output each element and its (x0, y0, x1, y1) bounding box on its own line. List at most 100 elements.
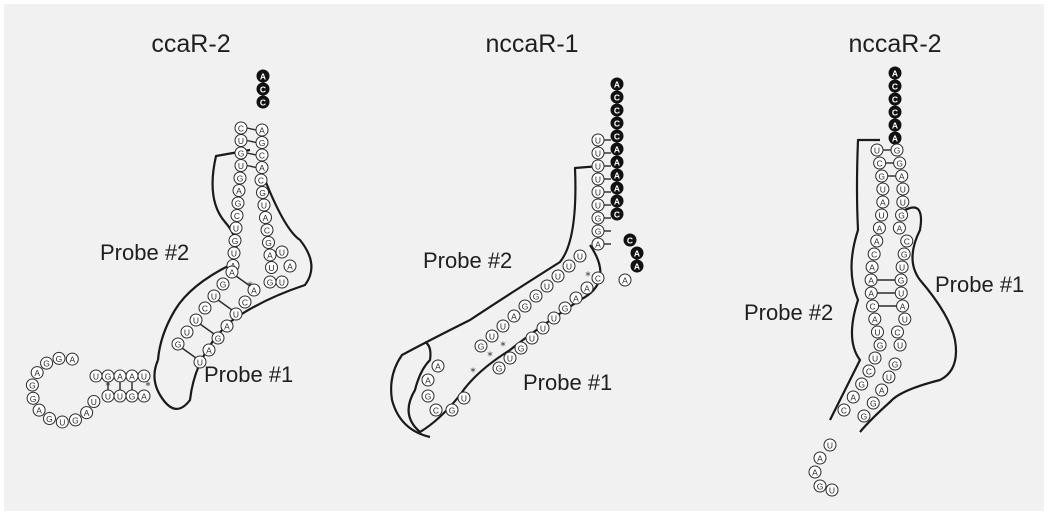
svg-text:A: A (877, 224, 883, 234)
svg-text:A: A (260, 72, 266, 82)
mismatch-marker: * (105, 380, 111, 393)
svg-text:U: U (233, 224, 239, 234)
svg-text:C: C (877, 159, 883, 169)
stem-nucleotide: G (232, 197, 244, 209)
svg-text:A: A (141, 392, 147, 402)
stem-nucleotide: U (574, 250, 586, 262)
stem-nucleotide: C (261, 224, 273, 236)
stem-nucleotide: G (559, 302, 571, 314)
panel-title-nccar-2: nccaR-2 (848, 30, 941, 58)
panel-title-ccar-2: ccaR-2 (151, 30, 230, 58)
hairpin-nucleotide: G (41, 357, 53, 369)
stem-nucleotide: G (530, 290, 542, 302)
svg-text:G: G (898, 211, 905, 221)
tail-nucleotide: A (889, 132, 901, 144)
tail-nucleotide: C (257, 83, 269, 95)
panel-title-nccar-1: nccaR-1 (485, 30, 578, 58)
stem-nucleotide: A (260, 212, 272, 224)
svg-text:A: A (817, 454, 823, 464)
svg-text:U: U (595, 188, 601, 198)
stem-nucleotide: U (894, 339, 906, 351)
svg-text:U: U (879, 211, 885, 221)
svg-text:G: G (72, 415, 79, 425)
svg-text:G: G (478, 342, 485, 352)
svg-text:U: U (461, 394, 467, 404)
loop-nucleotide: U (276, 276, 288, 288)
svg-text:A: A (36, 406, 42, 416)
hairpin-nucleotide: A (66, 353, 78, 365)
svg-text:A: A (812, 468, 818, 478)
mismatch-marker: * (487, 350, 493, 363)
probe-label-nccar2-probe2: Probe #2 (744, 300, 833, 325)
hairpin-nucleotide: G (53, 352, 65, 364)
stem-nucleotide: U (230, 222, 242, 234)
stem-nucleotide: G (867, 397, 879, 409)
svg-text:C: C (260, 98, 266, 108)
svg-text:A: A (614, 171, 620, 181)
stem-nucleotide: U (592, 186, 604, 198)
stem-nucleotide: U (592, 160, 604, 172)
svg-text:G: G (870, 399, 877, 409)
svg-text:G: G (878, 172, 885, 182)
loop-nucleotide: A (432, 360, 444, 372)
hairpin-nucleotide: A (33, 404, 45, 416)
svg-text:U: U (902, 315, 908, 325)
hairpin-nucleotide: A (81, 407, 93, 419)
stem-nucleotide: G (895, 274, 907, 286)
svg-text:U: U (59, 417, 65, 427)
svg-text:G: G (861, 412, 868, 422)
stem-nucleotide: A (264, 249, 276, 261)
stem-nucleotide: U (228, 247, 240, 259)
stem-nucleotide: A (897, 300, 909, 312)
svg-text:C: C (238, 124, 244, 134)
loop-nucleotide: A (814, 452, 826, 464)
svg-text:G: G (595, 227, 602, 237)
stem-nucleotide: A (876, 384, 888, 396)
stem-nucleotide: A (877, 196, 889, 208)
hairpin-nucleotide: U (88, 395, 100, 407)
svg-text:A: A (259, 163, 265, 173)
loop-nucleotide: U (276, 246, 288, 258)
svg-text:A: A (869, 263, 875, 273)
svg-text:U: U (897, 341, 903, 351)
stem-nucleotide: C (256, 149, 268, 161)
stem-nucleotide: U (552, 270, 564, 282)
stem-nucleotide: C (199, 302, 211, 314)
svg-text:U: U (595, 162, 601, 172)
svg-text:A: A (899, 172, 905, 182)
svg-text:U: U (829, 486, 835, 496)
svg-text:C: C (904, 237, 910, 247)
svg-text:A: A (206, 346, 212, 356)
tail-nucleotide: A (889, 119, 901, 131)
stem-nucleotide: G (257, 187, 269, 199)
stem-nucleotide: U (181, 326, 193, 338)
stem-nucleotide: G (894, 157, 906, 169)
svg-text:G: G (898, 276, 905, 286)
loop-nucleotide: U (458, 392, 470, 404)
stem-nucleotide: G (876, 170, 888, 182)
svg-text:U: U (233, 310, 239, 320)
mismatch-marker: * (500, 340, 506, 353)
loop-nucleotide: U (826, 484, 838, 496)
stem-nucleotide: U (896, 261, 908, 273)
tail-nucleotide: A (631, 260, 643, 272)
stem-nucleotide: A (865, 274, 877, 286)
stem-nucleotide: U (592, 147, 604, 159)
stem-nucleotide: A (871, 235, 883, 247)
svg-text:U: U (91, 397, 97, 407)
svg-text:U: U (231, 249, 237, 259)
svg-text:A: A (425, 376, 431, 386)
stem-nucleotide: G (896, 209, 908, 221)
svg-text:A: A (259, 126, 265, 136)
mismatch-marker: * (145, 380, 151, 393)
stem-nucleotide: C (891, 326, 903, 338)
svg-text:C: C (234, 211, 240, 221)
mismatch-marker: * (470, 366, 476, 379)
tail-nucleotide: C (624, 234, 636, 246)
svg-text:A: A (117, 372, 123, 382)
svg-text:U: U (238, 136, 244, 146)
tail-nucleotide: C (889, 80, 901, 92)
svg-text:C: C (871, 250, 877, 260)
svg-text:U: U (577, 252, 583, 262)
